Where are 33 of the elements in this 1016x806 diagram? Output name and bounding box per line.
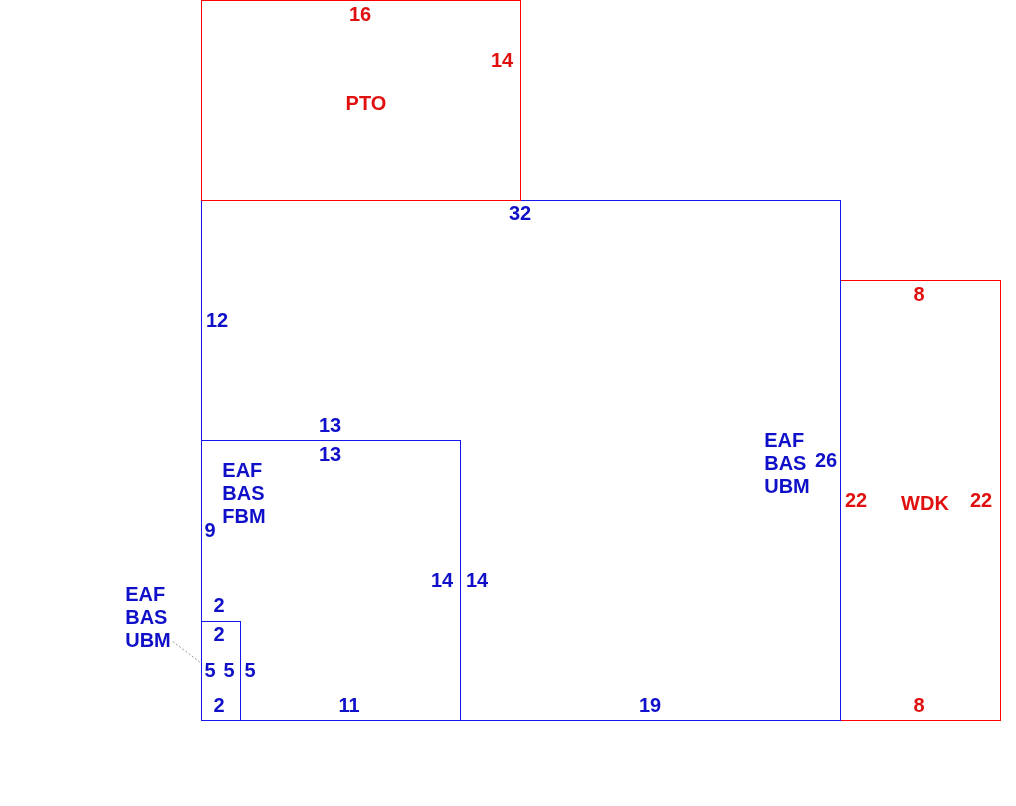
dimension-label: 32	[508, 202, 532, 224]
plan-area-box	[201, 440, 461, 721]
dimension-label: 22	[969, 489, 993, 511]
dimension-label: 11	[338, 694, 360, 716]
dimension-label: 5	[244, 659, 256, 681]
dimension-label: 9	[204, 519, 216, 541]
dimension-label: 8	[913, 694, 925, 716]
dimension-label: 2	[213, 694, 225, 716]
dimension-label: 14	[490, 49, 514, 71]
area-label: WDK	[901, 492, 949, 514]
dimension-label: 2	[213, 623, 225, 645]
plan-area-box	[840, 280, 1001, 721]
dimension-label: 16	[348, 3, 372, 25]
dimension-label: 14	[465, 569, 489, 591]
dimension-label: 5	[223, 659, 235, 681]
plan-area-box	[201, 0, 521, 201]
code-label: EAF BAS FBM	[222, 458, 266, 528]
code-label: EAF BAS UBM	[764, 428, 810, 498]
dimension-label: 12	[205, 309, 229, 331]
dimension-label: 5	[204, 659, 216, 681]
leader-line	[172, 641, 202, 664]
dimension-label: 2	[213, 594, 225, 616]
dimension-label: 13	[318, 443, 342, 465]
dimension-label: 14	[430, 569, 454, 591]
dimension-label: 19	[638, 694, 662, 716]
dimension-label: 13	[318, 414, 342, 436]
dimension-label: 22	[844, 489, 868, 511]
dimension-label: 8	[913, 283, 925, 305]
plan-area-box	[201, 621, 241, 721]
dimension-label: 26	[814, 449, 838, 471]
code-label: EAF BAS UBM	[125, 582, 171, 652]
area-label: PTO	[345, 92, 387, 114]
plan-area-box	[201, 200, 841, 721]
